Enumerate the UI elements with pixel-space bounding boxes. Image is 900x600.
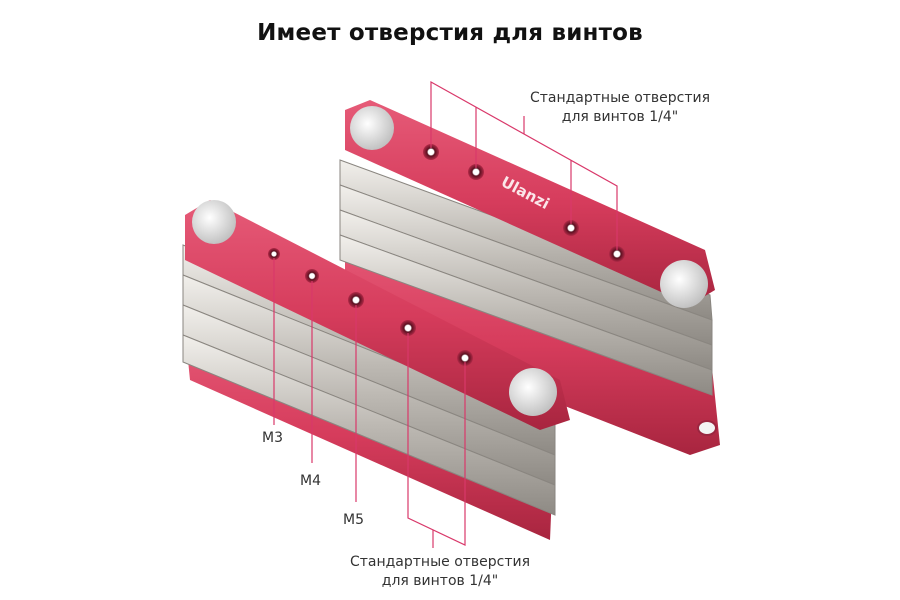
front-multitool [182,200,570,540]
bottom-label-line1: Стандартные отверстия [349,554,531,570]
back-multitool: Ulanzi [339,100,720,455]
top-annotation-label: Стандартные отверстия для винтов 1/4" [510,89,730,127]
annotation-lines [273,80,618,548]
m3-label: M3 [262,430,283,446]
top-label-line1: Стандартные отверстия [529,90,711,106]
top-label-line2: для винтов 1/4" [561,109,679,125]
page-title: Имеет отверстия для винтов [257,20,643,46]
m5-label: M5 [343,512,364,528]
bottom-label-line2: для винтов 1/4" [381,573,499,589]
bottom-annotation-label: Стандартные отверстия для винтов 1/4" [325,553,555,591]
m4-label: M4 [300,473,321,489]
